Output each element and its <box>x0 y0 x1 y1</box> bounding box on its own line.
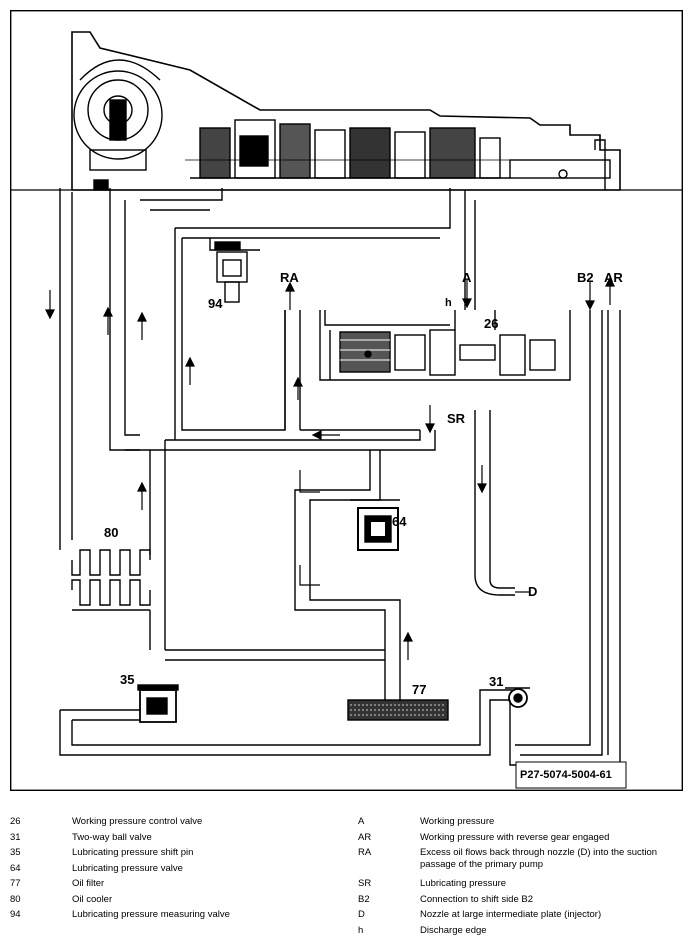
legend-key: AR <box>358 831 372 843</box>
legend-key: 80 <box>10 893 21 905</box>
label-35: 35 <box>120 672 134 687</box>
legend-description: Working pressure control valve <box>72 816 203 827</box>
shift-pin-35 <box>137 684 179 723</box>
label-ra: RA <box>280 270 299 285</box>
legend-key: h <box>358 924 364 936</box>
legend-key: SR <box>358 878 372 889</box>
legend-key: 77 <box>10 878 21 889</box>
label-26: 26 <box>484 316 498 331</box>
label-a: A <box>462 270 472 285</box>
legend-key: B2 <box>358 893 370 905</box>
legend-description: Lubricating pressure measuring valve <box>72 909 230 920</box>
legend-key: 94 <box>10 909 21 920</box>
legend-key: 31 <box>10 831 21 843</box>
legend-key: A <box>358 816 365 827</box>
legend-description: Oil cooler <box>72 893 113 905</box>
label-77: 77 <box>412 682 426 697</box>
legend-description: Lubricating pressure valve <box>72 862 183 874</box>
legend-key: 26 <box>10 816 21 827</box>
lubricating-valve-64 <box>357 507 399 551</box>
legend-description: Nozzle at large intermediate plate (inje… <box>420 909 602 920</box>
hydraulic-diagram: RA A B2 AR h 26 94 SR 64 80 D 77 35 31 P… <box>10 10 683 791</box>
label-h: h <box>445 297 452 309</box>
measuring-valve-94 <box>214 241 248 303</box>
label-64: 64 <box>392 514 407 529</box>
legend-key: 64 <box>10 862 21 874</box>
legend-description: Two-way ball valve <box>72 831 152 843</box>
oil-filter-77 <box>347 699 449 721</box>
legend-description: Oil filter <box>72 878 105 889</box>
label-ar: AR <box>604 270 623 285</box>
label-31: 31 <box>489 674 503 689</box>
diagram-border <box>10 10 683 791</box>
legend-description: Excess oil flows back through nozzle (D)… <box>420 847 658 870</box>
hydraulic-lines <box>59 188 621 766</box>
figure-code: P27-5074-5004-61 <box>520 769 612 781</box>
label-b2: B2 <box>577 270 594 285</box>
label-d: D <box>528 584 537 599</box>
control-valve-26 <box>319 310 571 381</box>
transmission-housing <box>10 31 682 191</box>
figure-code-box <box>515 761 627 789</box>
oil-cooler-80 <box>71 549 151 606</box>
legend-key: 35 <box>10 847 21 858</box>
legend-description: Working pressure with reverse gear engag… <box>420 831 610 843</box>
legend: 26 Working pressure control valve 31 Two-wa… <box>10 816 682 936</box>
legend-description: Lubricating pressure shift pin <box>72 847 194 858</box>
legend-description: Lubricating pressure <box>420 878 507 889</box>
legend-description: Connection to shift side B2 <box>420 893 534 905</box>
flow-arrows <box>45 276 615 660</box>
label-80: 80 <box>104 525 118 540</box>
legend-description: Working pressure <box>420 816 495 827</box>
legend-key: RA <box>358 847 372 858</box>
legend-description: Discharge edge <box>420 924 487 936</box>
label-sr: SR <box>447 411 466 426</box>
label-94: 94 <box>208 296 223 311</box>
ball-valve-31 <box>505 687 530 708</box>
legend-key: D <box>358 909 365 920</box>
